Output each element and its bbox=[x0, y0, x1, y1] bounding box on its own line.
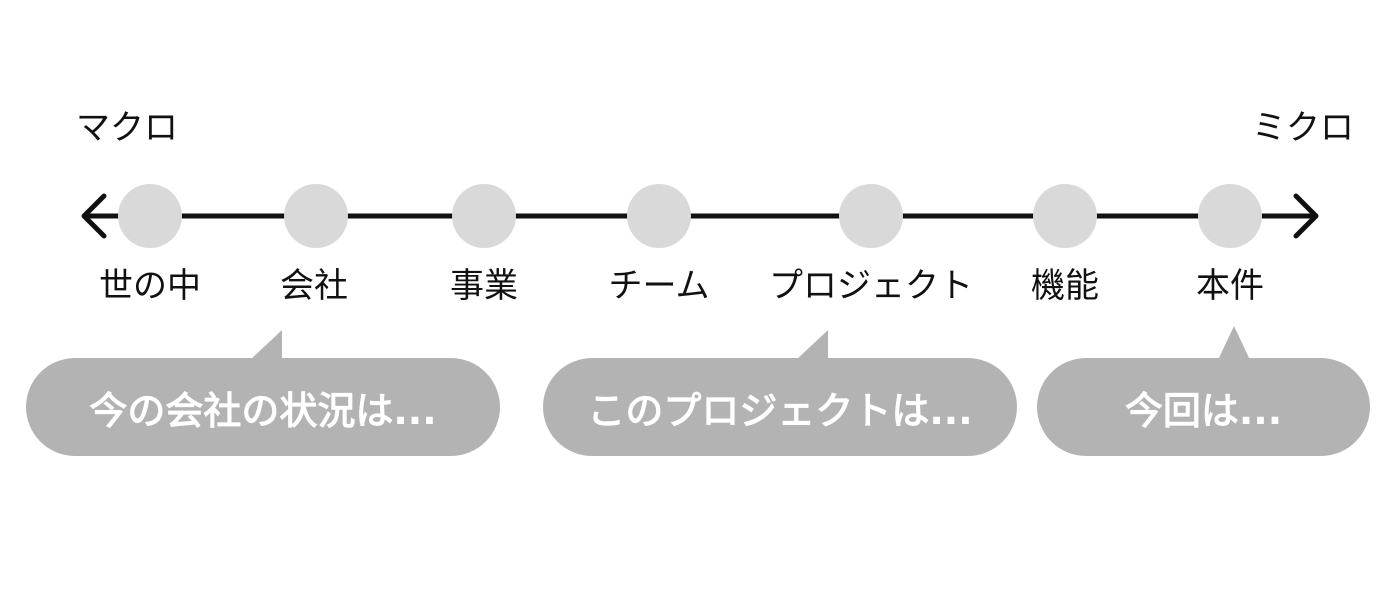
level-label-business: 事業 bbox=[450, 266, 518, 306]
callout-tail-company bbox=[250, 330, 282, 360]
node-company bbox=[284, 184, 348, 248]
level-label-this-case: 本件 bbox=[1196, 266, 1264, 306]
node-feature bbox=[1033, 184, 1097, 248]
level-label-project: プロジェクト bbox=[769, 266, 973, 306]
level-nodes bbox=[118, 184, 1262, 248]
node-world bbox=[118, 184, 182, 248]
micro-label: ミクロ bbox=[1252, 108, 1354, 148]
level-label-world: 世の中 bbox=[99, 266, 201, 306]
node-team bbox=[627, 184, 691, 248]
arrow-right-icon bbox=[1293, 193, 1319, 239]
arrow-left-icon bbox=[81, 193, 107, 239]
node-project bbox=[839, 184, 903, 248]
level-label-team: チーム bbox=[608, 266, 710, 306]
callout-company: 今の会社の状況は... bbox=[26, 358, 500, 456]
callout-tail-project bbox=[796, 330, 828, 360]
node-this-case bbox=[1198, 184, 1262, 248]
level-label-feature: 機能 bbox=[1031, 266, 1099, 306]
callout-project: このプロジェクトは... bbox=[543, 358, 1017, 456]
callout-tail-this-case bbox=[1218, 326, 1250, 360]
node-business bbox=[452, 184, 516, 248]
level-label-company: 会社 bbox=[280, 266, 348, 306]
macro-label: マクロ bbox=[76, 108, 178, 148]
callout-this-case: 今回は... bbox=[1037, 358, 1370, 456]
